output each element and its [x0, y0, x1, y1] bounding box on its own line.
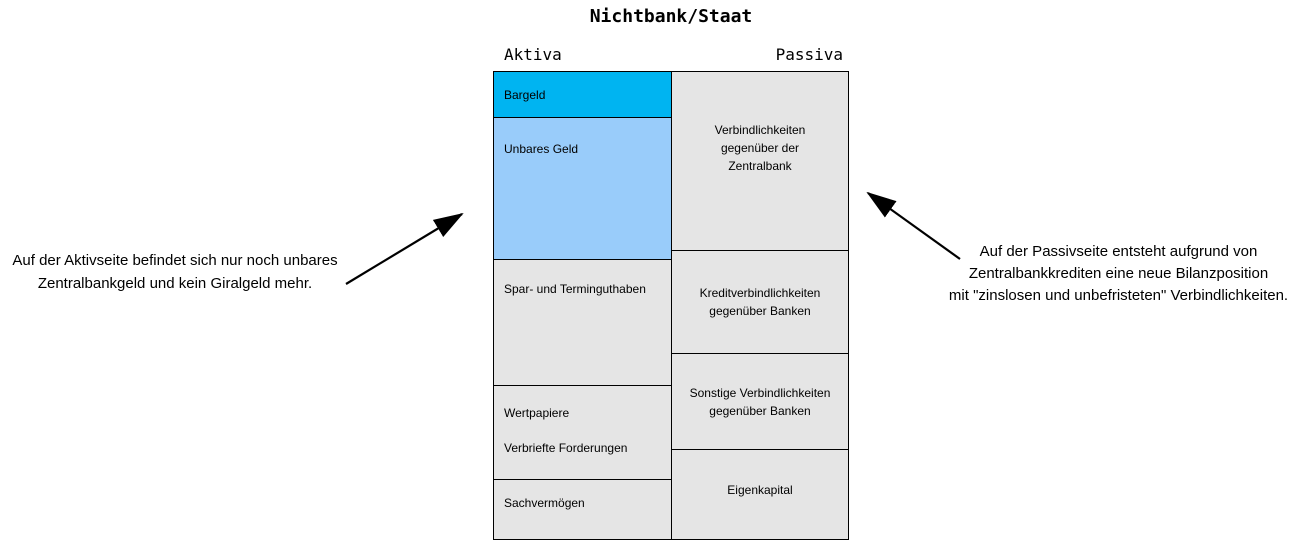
aktiva-column: Bargeld Unbares Geld Spar- und Termingut… [494, 72, 672, 539]
cell-unbares-geld-label: Unbares Geld [504, 142, 579, 156]
cell-wertpapiere: Wertpapiere Verbriefte Forderungen [494, 386, 671, 480]
aktiva-annotation-line1: Auf der Aktivseite befindet sich nur noc… [12, 252, 338, 269]
left-arrow [345, 212, 464, 285]
passiva-annotation-line2: Zentralbankkrediten eine neue Bilanzposi… [968, 265, 1269, 282]
column-headers: Aktiva Passiva [493, 45, 849, 64]
cell-wertpapiere-line2: Verbriefte Forderungen [504, 441, 628, 455]
cell-verbindlichkeiten-zentralbank: Verbindlichkeiten gegenüber der Zentralb… [672, 72, 848, 251]
cell-bargeld: Bargeld [494, 72, 671, 118]
aktiva-header: Aktiva [504, 45, 562, 64]
aktiva-annotation: Auf der Aktivseite befindet sich nur noc… [7, 249, 343, 295]
cell-unbares-geld: Unbares Geld [494, 118, 671, 260]
cell-sonstige-line1: Sonstige Verbindlichkeiten [689, 385, 831, 400]
cell-sachvermoegen: Sachvermögen [494, 480, 671, 539]
cell-eigenkapital-label: Eigenkapital [727, 483, 793, 497]
cell-kredit-line1: Kreditverbindlichkeiten [699, 286, 821, 300]
passiva-header: Passiva [775, 45, 843, 64]
passiva-annotation-line3: mit "zinslosen und unbefristeten" Verbin… [948, 287, 1289, 304]
cell-zb-line1: Verbindlichkeiten [714, 123, 806, 137]
balance-sheet-table: Bargeld Unbares Geld Spar- und Termingut… [493, 71, 849, 540]
passiva-column: Verbindlichkeiten gegenüber der Zentralb… [672, 72, 848, 539]
diagram-title: Nichtbank/Staat [589, 6, 753, 27]
passiva-annotation-line1: Auf der Passivseite entsteht aufgrund vo… [979, 243, 1258, 260]
passiva-annotation: Auf der Passivseite entsteht aufgrund vo… [942, 241, 1295, 307]
cell-sachvermoegen-label: Sachvermögen [504, 496, 585, 510]
aktiva-annotation-line2: Zentralbankgeld und kein Giralgeld mehr. [37, 275, 313, 292]
cell-spar-und-terminguthaben: Spar- und Terminguthaben [494, 260, 671, 386]
cell-zb-line2: gegenüber der [720, 141, 800, 155]
cell-bargeld-label: Bargeld [504, 87, 546, 102]
cell-wertpapiere-line1: Wertpapiere [504, 406, 570, 420]
cell-sonstige-verbindlichkeiten: Sonstige Verbindlichkeiten gegenüber Ban… [672, 354, 848, 450]
cell-sonstige-line2: gegenüber Banken [709, 403, 811, 418]
cell-kredit-line2: gegenüber Banken [709, 304, 811, 318]
cell-zb-line3: Zentralbank [728, 159, 792, 173]
cell-spar-label: Spar- und Terminguthaben [504, 282, 646, 296]
cell-kreditverbindlichkeiten: Kreditverbindlichkeiten gegenüber Banken [672, 251, 848, 354]
cell-eigenkapital: Eigenkapital [672, 450, 848, 539]
